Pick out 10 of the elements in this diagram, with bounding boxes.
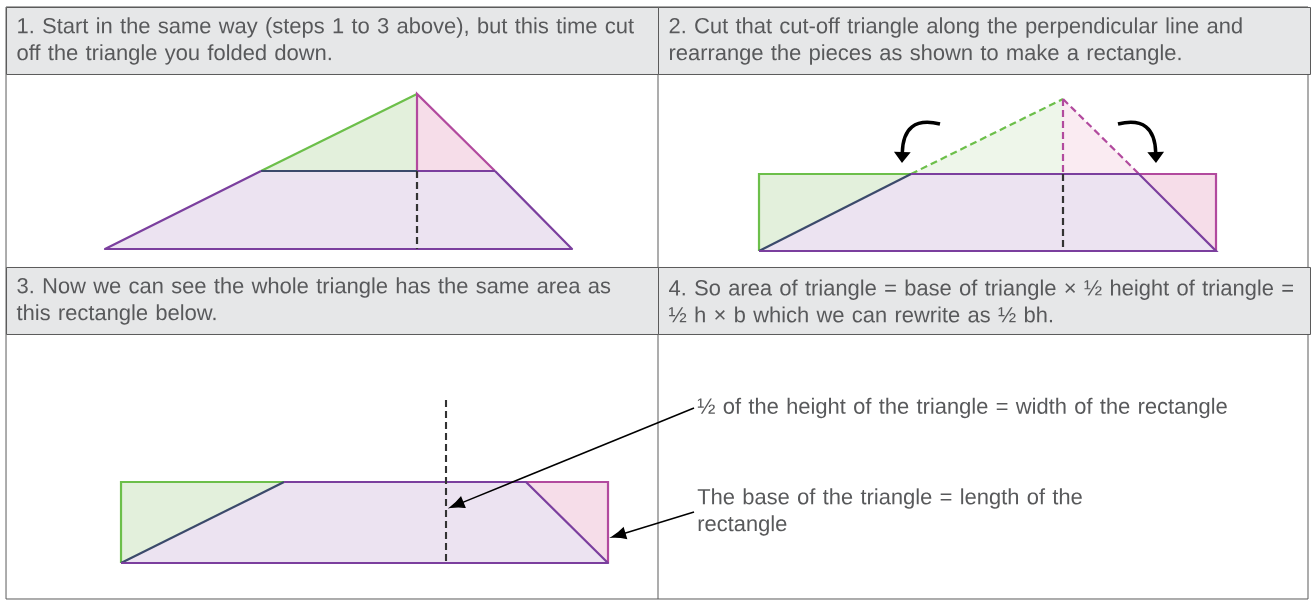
table-header-cell: 1. Start in the same way (steps 1 to 3 above), but this time cut off the triangle you folded down.	[6, 7, 659, 75]
rectangle-drawing	[119, 480, 610, 565]
annotation-text: ½ of the height of the triangle = width of the rectangle	[697, 397, 1227, 419]
annotation-text: The base of the triangle = length of the rectangle	[697, 488, 1082, 536]
table-header-cell: 3. Now we can see the whole triangle has the same area as this rectangle below.	[6, 267, 659, 335]
leader-line	[611, 511, 695, 539]
dashed-line	[444, 400, 448, 563]
leader-line	[449, 407, 695, 509]
table-header-cell: 2. Cut that cut-off triangle along the perpendicular line and rearrange the pieces as shown to make a rectangle.	[658, 7, 1311, 75]
table-header-cell: 4. So area of triangle = base of triangle × ½ height of triangle = ½ h × b which we can rewrite as ½ bh.	[658, 267, 1311, 335]
